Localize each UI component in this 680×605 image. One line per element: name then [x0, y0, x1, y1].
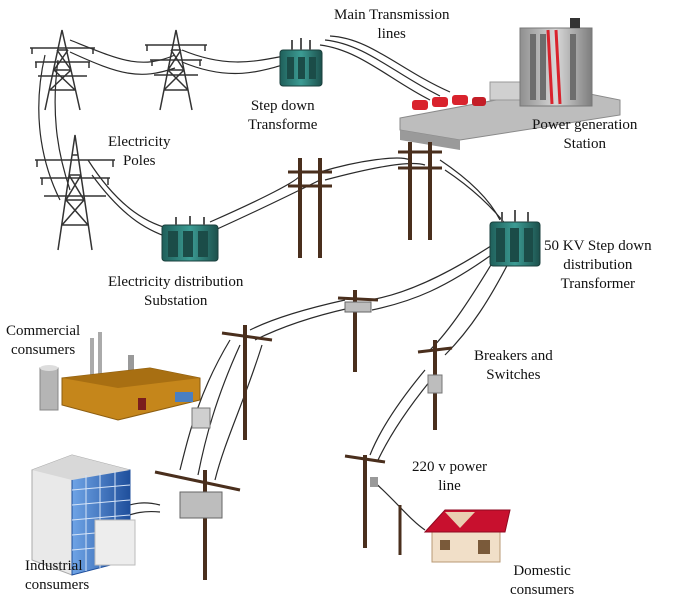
label-industrial: Industrial consumers — [25, 557, 89, 595]
power-station-icon — [399, 18, 621, 150]
label-line: distribution — [563, 257, 633, 273]
label-line: Domestic — [513, 563, 571, 579]
label-line: 220 v power — [412, 459, 487, 475]
label-line: line — [438, 478, 461, 494]
label-distribution-substation: Electricity distribution Substation — [108, 273, 243, 311]
label-line: Commercial — [6, 323, 81, 339]
label-line: Poles — [122, 153, 156, 169]
label-line: Electricity — [108, 134, 171, 150]
label-line: consumers — [25, 577, 90, 593]
label-line: Substation — [144, 293, 208, 309]
label-line: Breakers and — [474, 348, 553, 364]
label-main-transmission: Main Transmission lines — [334, 6, 449, 44]
label-line: Station — [563, 136, 606, 152]
label-commercial: Commercial consumers — [6, 322, 80, 360]
pole-transformers — [179, 301, 443, 519]
label-line: Industrial — [25, 558, 83, 574]
kv-transformer-icon — [489, 210, 541, 267]
distribution-substation-icon — [161, 216, 219, 262]
label-domestic: Domestic consumers — [510, 562, 574, 600]
label-line: Step down — [250, 98, 315, 114]
label-line: consumers — [510, 582, 575, 598]
label-line: Power generation — [532, 117, 638, 133]
label-line: consumers — [11, 342, 76, 358]
label-line: Main Transmission — [334, 7, 450, 23]
step-down-transformer-icon — [279, 38, 323, 87]
label-line: Electricity distribution — [108, 274, 244, 290]
label-step-down: Step down Transforme — [248, 97, 317, 135]
tower-3-icon — [35, 134, 115, 251]
tower-2-icon — [145, 29, 207, 111]
label-breakers: Breakers and Switches — [474, 347, 553, 385]
label-electricity-poles: Electricity Poles — [108, 133, 170, 171]
label-line: Transforme — [248, 117, 318, 133]
industrial-building-icon — [31, 454, 136, 576]
label-power-line-220: 220 v power line — [412, 458, 487, 496]
domestic-house-icon — [423, 509, 511, 563]
label-power-station: Power generation Station — [532, 116, 637, 154]
label-line: 50 KV Step down — [544, 238, 652, 254]
label-line: lines — [377, 26, 406, 42]
transmission-wires — [38, 35, 516, 531]
label-line: Transformer — [560, 276, 636, 292]
commercial-building-icon — [39, 332, 201, 421]
label-line: Switches — [486, 367, 541, 383]
tower-1-icon — [30, 29, 95, 111]
wooden-poles — [154, 142, 453, 580]
label-kv-transformer: 50 KV Step down distribution Transformer — [544, 237, 652, 294]
